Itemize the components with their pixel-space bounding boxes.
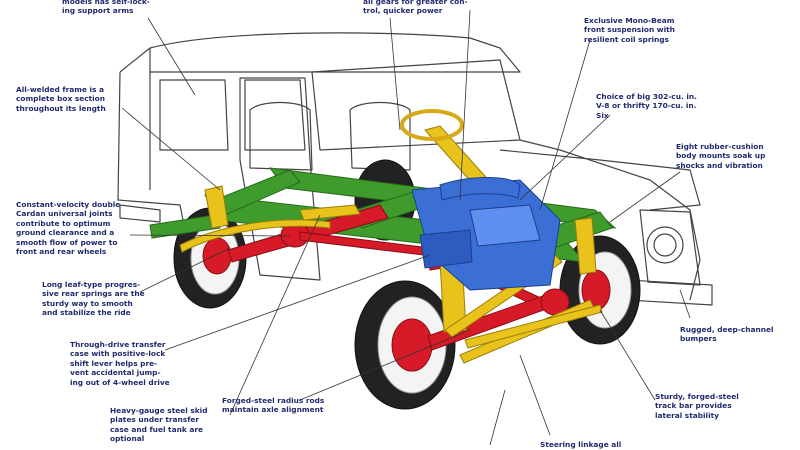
seat-right <box>349 101 411 171</box>
frame-rail-rear-ext <box>149 214 221 239</box>
leader-leaf-springs <box>139 247 231 293</box>
leader-frame <box>121 107 221 191</box>
seat-back <box>249 101 313 171</box>
rear-window <box>159 79 229 151</box>
steering-wheel <box>400 109 464 141</box>
callout-leaf-springs: Long leaf-type progres- sive rear spring… <box>42 280 145 318</box>
front-grille <box>639 209 701 286</box>
leader-radius-rods <box>299 329 471 401</box>
side-window <box>244 79 306 151</box>
callout-track-bar: Sturdy, forged-steel track bar provides … <box>655 392 739 420</box>
headlight <box>646 226 684 264</box>
front-left-hub <box>391 318 433 372</box>
door-outline <box>239 77 321 281</box>
callout-cardan: Constant-velocity double Cardan universa… <box>16 200 121 257</box>
rear-left-hub <box>202 237 232 275</box>
callout-transfer-case: Through-drive transfer case with positiv… <box>70 340 170 387</box>
callout-body-mounts: Eight rubber-cushion body mounts soak up… <box>676 142 766 170</box>
body-outline <box>117 32 713 306</box>
callout-bumpers: Rugged, deep-channel bumpers <box>680 325 774 344</box>
leader-mono-beam <box>539 39 591 211</box>
callout-engine-choice: Choice of big 302-cu. in. V-8 or thrifty… <box>596 92 697 120</box>
leader-skid-plates <box>229 214 321 416</box>
rear-bumper-outline <box>119 204 161 223</box>
callout-skid-plates: Heavy-gauge steel skid plates under tran… <box>110 406 208 444</box>
front-coil-spring-right <box>574 217 597 275</box>
leader-steering-b <box>489 389 506 446</box>
leader-body-mounts <box>609 171 681 223</box>
leader-bumpers <box>679 289 691 319</box>
callout-gears: all gears for greater con- trol, quicker… <box>363 0 468 16</box>
callout-frame: All-welded frame is a complete box secti… <box>16 85 106 113</box>
hood-outline <box>499 149 701 211</box>
leader-cardan <box>129 234 291 237</box>
engine <box>411 177 561 291</box>
leader-steering <box>519 354 551 436</box>
headlight-inner <box>653 233 677 257</box>
callout-steering: Steering linkage all <box>540 440 622 449</box>
intake-manifold <box>469 204 541 247</box>
callout-radius-rods: Forged-steel radius rods maintain axle a… <box>222 396 325 415</box>
leader-transfer-case <box>164 254 431 351</box>
steering-linkage <box>464 304 603 349</box>
skid-plate <box>299 204 361 221</box>
leader-support-arms <box>147 17 196 96</box>
leader-track-bar <box>599 309 656 401</box>
leader-engine <box>519 114 611 201</box>
callout-mono-beam: Exclusive Mono-Beam front suspension wit… <box>584 16 675 44</box>
roof-outline <box>149 32 521 73</box>
transmission <box>419 229 473 269</box>
fender-front <box>519 139 701 301</box>
leader-gears <box>389 17 401 131</box>
callout-support-arms: models has self-lock- ing support arms <box>62 0 150 16</box>
leader-gears-b <box>459 9 471 201</box>
callout-leaders <box>121 9 691 446</box>
